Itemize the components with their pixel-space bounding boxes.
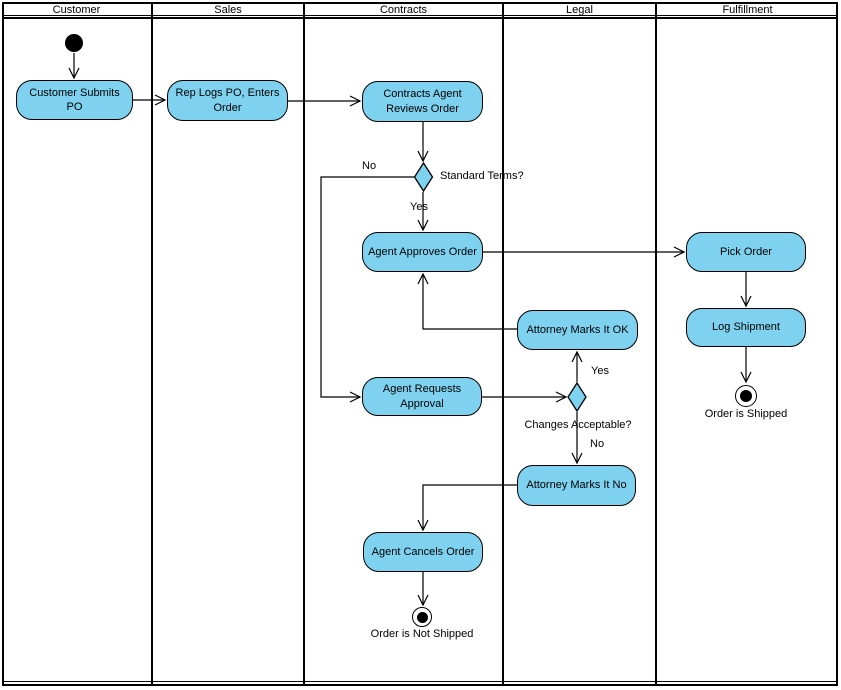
- guard-label-standard-terms-no: No: [362, 160, 377, 172]
- final-node-order-not-shipped[interactable]: [412, 607, 432, 627]
- activity-pick-order[interactable]: Pick Order: [686, 232, 806, 272]
- decision-label-standard-terms: Standard Terms?: [440, 170, 524, 182]
- lane-separator-contracts-legal: [502, 2, 504, 686]
- final-node-inner-dot: [740, 390, 752, 402]
- guard-label-changes-no: No: [590, 438, 605, 450]
- guard-label-standard-terms-yes: Yes: [410, 201, 428, 213]
- lane-separator-customer-sales: [151, 2, 153, 686]
- activity-agent-requests-approval[interactable]: Agent Requests Approval: [362, 377, 482, 416]
- activity-agent-approves-order[interactable]: Agent Approves Order: [362, 232, 483, 272]
- lane-separator-sales-contracts: [303, 2, 305, 686]
- label-order-is-shipped: Order is Shipped: [704, 408, 788, 420]
- initial-node[interactable]: [65, 34, 83, 52]
- guard-label-changes-yes: Yes: [591, 365, 609, 377]
- decision-label-changes-acceptable: Changes Acceptable?: [524, 419, 632, 431]
- activity-contracts-agent-reviews-order[interactable]: Contracts Agent Reviews Order: [362, 81, 483, 122]
- lane-header-sales: Sales: [214, 3, 242, 16]
- activity-rep-logs-po[interactable]: Rep Logs PO, Enters Order: [167, 80, 288, 121]
- final-node-inner-dot: [416, 611, 428, 623]
- label-order-is-not-shipped: Order is Not Shipped: [370, 628, 474, 640]
- header-divider-line-2: [2, 17, 838, 19]
- final-node-order-shipped[interactable]: [735, 385, 757, 407]
- activity-customer-submits-po[interactable]: Customer Submits PO: [16, 80, 133, 120]
- activity-log-shipment[interactable]: Log Shipment: [686, 308, 806, 347]
- activity-attorney-marks-it-no[interactable]: Attorney Marks It No: [517, 465, 636, 506]
- activity-attorney-marks-it-ok[interactable]: Attorney Marks It OK: [517, 310, 638, 350]
- lane-header-fulfillment: Fulfillment: [722, 3, 773, 16]
- activity-agent-cancels-order[interactable]: Agent Cancels Order: [363, 532, 483, 572]
- lane-header-legal: Legal: [566, 3, 593, 16]
- lane-header-customer: Customer: [52, 3, 101, 16]
- lane-header-contracts: Contracts: [379, 3, 428, 16]
- lane-separator-legal-fulfillment: [655, 2, 657, 686]
- header-divider-line: [2, 15, 838, 16]
- bottom-inner-line: [2, 681, 838, 682]
